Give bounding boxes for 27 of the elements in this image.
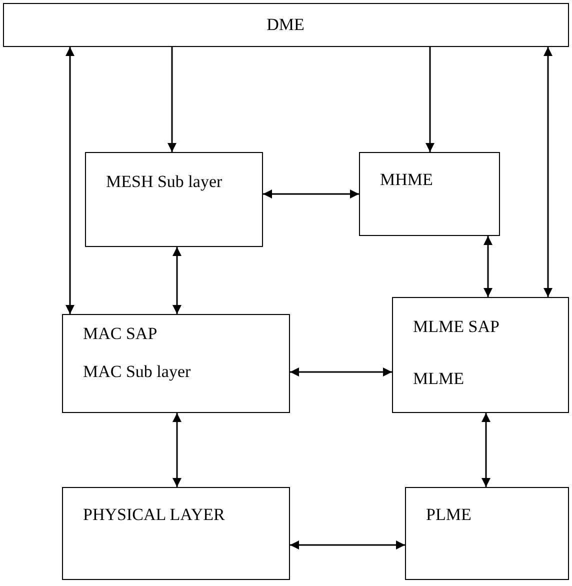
box-label: PHYSICAL LAYER bbox=[83, 504, 226, 526]
double-arrow bbox=[482, 413, 490, 487]
process-box bbox=[3, 3, 569, 47]
double-arrow bbox=[544, 47, 552, 297]
box-label: PLME bbox=[426, 504, 472, 526]
box-label: MHME bbox=[380, 169, 434, 191]
double-arrow bbox=[66, 47, 74, 314]
box-label: MAC Sub layer bbox=[83, 361, 192, 383]
process-box bbox=[62, 487, 290, 580]
arrow bbox=[168, 47, 176, 152]
process-box bbox=[392, 297, 569, 413]
box-label: DME bbox=[266, 14, 306, 36]
double-arrow bbox=[263, 190, 359, 198]
box-label: MLME SAP bbox=[413, 316, 500, 338]
process-box bbox=[85, 152, 263, 247]
box-label: MESH Sub layer bbox=[106, 171, 224, 193]
double-arrow bbox=[290, 368, 392, 376]
arrow bbox=[426, 47, 434, 152]
double-arrow bbox=[172, 247, 182, 314]
double-arrow bbox=[484, 236, 492, 297]
double-arrow bbox=[172, 413, 182, 487]
double-arrow bbox=[290, 540, 405, 550]
process-box bbox=[405, 487, 569, 580]
process-box bbox=[62, 314, 290, 413]
process-box bbox=[359, 152, 500, 236]
box-label: MAC SAP bbox=[83, 323, 158, 345]
box-label: MLME bbox=[413, 368, 465, 390]
